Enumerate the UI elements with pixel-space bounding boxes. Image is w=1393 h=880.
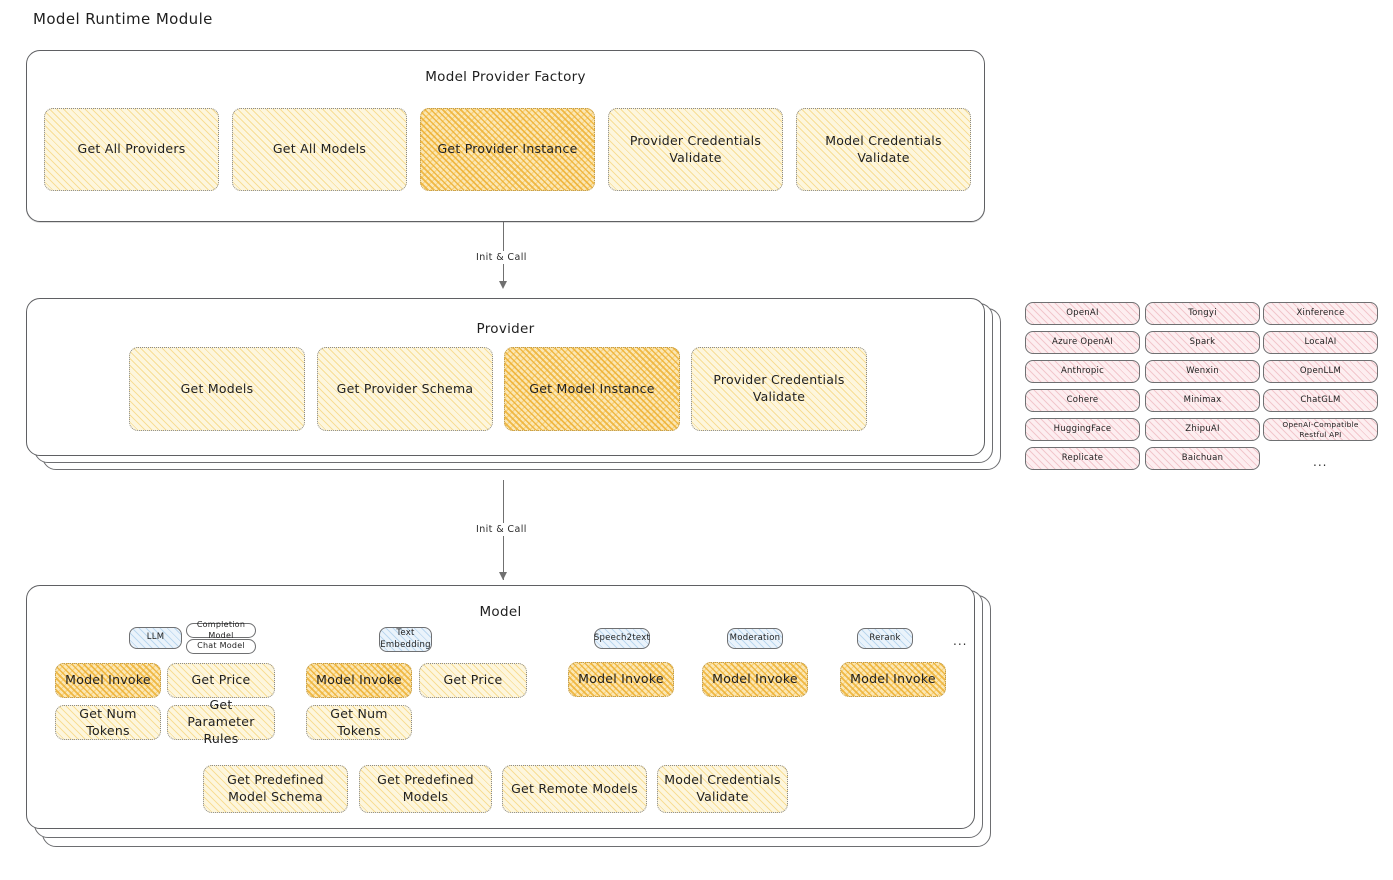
provider-chip-tongyi[interactable]: Tongyi <box>1145 302 1260 325</box>
node-model-credentials-validate-factory[interactable]: Model Credentials Validate <box>796 108 971 191</box>
model-subtype-completion-model[interactable]: Completion Model <box>186 620 256 640</box>
node-text-embedding-get-price[interactable]: Get Price <box>419 663 527 698</box>
model-type-speech2text[interactable]: Speech2text <box>594 628 650 649</box>
model-provider-factory-title: Model Provider Factory <box>425 69 586 85</box>
provider-chip-minimax[interactable]: Minimax <box>1145 389 1260 412</box>
node-get-model-instance[interactable]: Get Model Instance <box>504 347 680 431</box>
model-type-llm[interactable]: LLM <box>129 627 182 649</box>
node-model-credentials-validate-model[interactable]: Model Credentials Validate <box>657 765 788 813</box>
node-text-embedding-model-invoke[interactable]: Model Invoke <box>306 663 412 698</box>
provider-chip-openai-compatible-restful-api[interactable]: OpenAI-Compatible Restful API <box>1263 418 1378 441</box>
provider-chip-huggingface[interactable]: HuggingFace <box>1025 418 1140 441</box>
arrow-provider-to-model-head <box>498 572 507 580</box>
arrow-factory-to-provider-head <box>498 281 507 289</box>
model-subtype-chat-model[interactable]: Chat Model <box>186 639 256 654</box>
provider-chip-xinference[interactable]: Xinference <box>1263 302 1378 325</box>
node-llm-get-num-tokens[interactable]: Get Num Tokens <box>55 705 161 740</box>
provider-title: Provider <box>476 321 535 337</box>
node-llm-get-parameter-rules[interactable]: Get Parameter Rules <box>167 697 275 746</box>
node-get-models[interactable]: Get Models <box>129 347 305 431</box>
node-llm-get-price[interactable]: Get Price <box>167 663 275 698</box>
node-provider-credentials-validate[interactable]: Provider Credentials Validate <box>691 347 867 431</box>
provider-chip-chatglm[interactable]: ChatGLM <box>1263 389 1378 412</box>
provider-chip-azure-openai[interactable]: Azure OpenAI <box>1025 331 1140 354</box>
provider-chip-anthropic[interactable]: Anthropic <box>1025 360 1140 383</box>
node-provider-credentials-validate-factory[interactable]: Provider Credentials Validate <box>608 108 783 191</box>
node-get-provider-instance[interactable]: Get Provider Instance <box>420 108 595 191</box>
provider-chip-cohere[interactable]: Cohere <box>1025 389 1140 412</box>
arrow-factory-to-provider-label: Init & Call <box>472 251 531 264</box>
provider-chip-localai[interactable]: LocalAI <box>1263 331 1378 354</box>
node-get-predefined-model-schema[interactable]: Get Predefined Model Schema <box>203 765 348 813</box>
model-types-more-ellipsis: ... <box>953 634 968 648</box>
node-get-remote-models[interactable]: Get Remote Models <box>502 765 647 813</box>
provider-chip-baichuan[interactable]: Baichuan <box>1145 447 1260 470</box>
page-title: Model Runtime Module <box>33 10 213 28</box>
node-text-embedding-get-num-tokens[interactable]: Get Num Tokens <box>306 705 412 740</box>
model-type-moderation[interactable]: Moderation <box>727 628 783 649</box>
provider-chip-wenxin[interactable]: Wenxin <box>1145 360 1260 383</box>
model-type-text-embedding[interactable]: Text Embedding <box>379 627 432 652</box>
provider-chip-openai[interactable]: OpenAI <box>1025 302 1140 325</box>
provider-chip-replicate[interactable]: Replicate <box>1025 447 1140 470</box>
provider-chip-spark[interactable]: Spark <box>1145 331 1260 354</box>
provider-list-more-ellipsis: ... <box>1313 455 1328 469</box>
provider-chip-zhipuai[interactable]: ZhipuAI <box>1145 418 1260 441</box>
node-get-all-models[interactable]: Get All Models <box>232 108 407 191</box>
arrow-provider-to-model-label: Init & Call <box>472 523 531 536</box>
node-speech2text-model-invoke[interactable]: Model Invoke <box>568 662 674 697</box>
provider-chip-openllm[interactable]: OpenLLM <box>1263 360 1378 383</box>
node-get-provider-schema[interactable]: Get Provider Schema <box>317 347 493 431</box>
model-type-rerank[interactable]: Rerank <box>857 628 913 649</box>
node-moderation-model-invoke[interactable]: Model Invoke <box>702 662 808 697</box>
node-llm-model-invoke[interactable]: Model Invoke <box>55 663 161 698</box>
node-rerank-model-invoke[interactable]: Model Invoke <box>840 662 946 697</box>
node-get-predefined-models[interactable]: Get Predefined Models <box>359 765 492 813</box>
model-title: Model <box>479 604 522 620</box>
node-get-all-providers[interactable]: Get All Providers <box>44 108 219 191</box>
